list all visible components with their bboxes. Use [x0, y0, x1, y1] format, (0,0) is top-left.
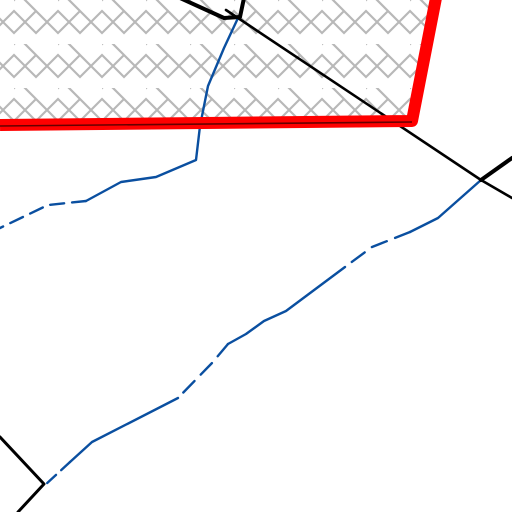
- stream-north-branch-dashed: [0, 199, 88, 230]
- stream-main-mid: [226, 265, 347, 346]
- road-southwest: [0, 435, 46, 512]
- road-top-bend: [179, 0, 246, 20]
- hatched-area: [0, 0, 438, 127]
- stream-main-dashed-3: [42, 460, 72, 488]
- streams: [0, 16, 483, 488]
- stream-main-dashed-2: [176, 342, 230, 400]
- stream-north-branch: [84, 16, 240, 203]
- area-boundary-inner-line: [0, 121, 413, 127]
- stream-main-dashed-1: [343, 230, 412, 269]
- area-boundary: [0, 0, 442, 131]
- stream-main-lower: [68, 396, 180, 464]
- road-east: [479, 156, 512, 182]
- stream-main-upper: [408, 178, 483, 234]
